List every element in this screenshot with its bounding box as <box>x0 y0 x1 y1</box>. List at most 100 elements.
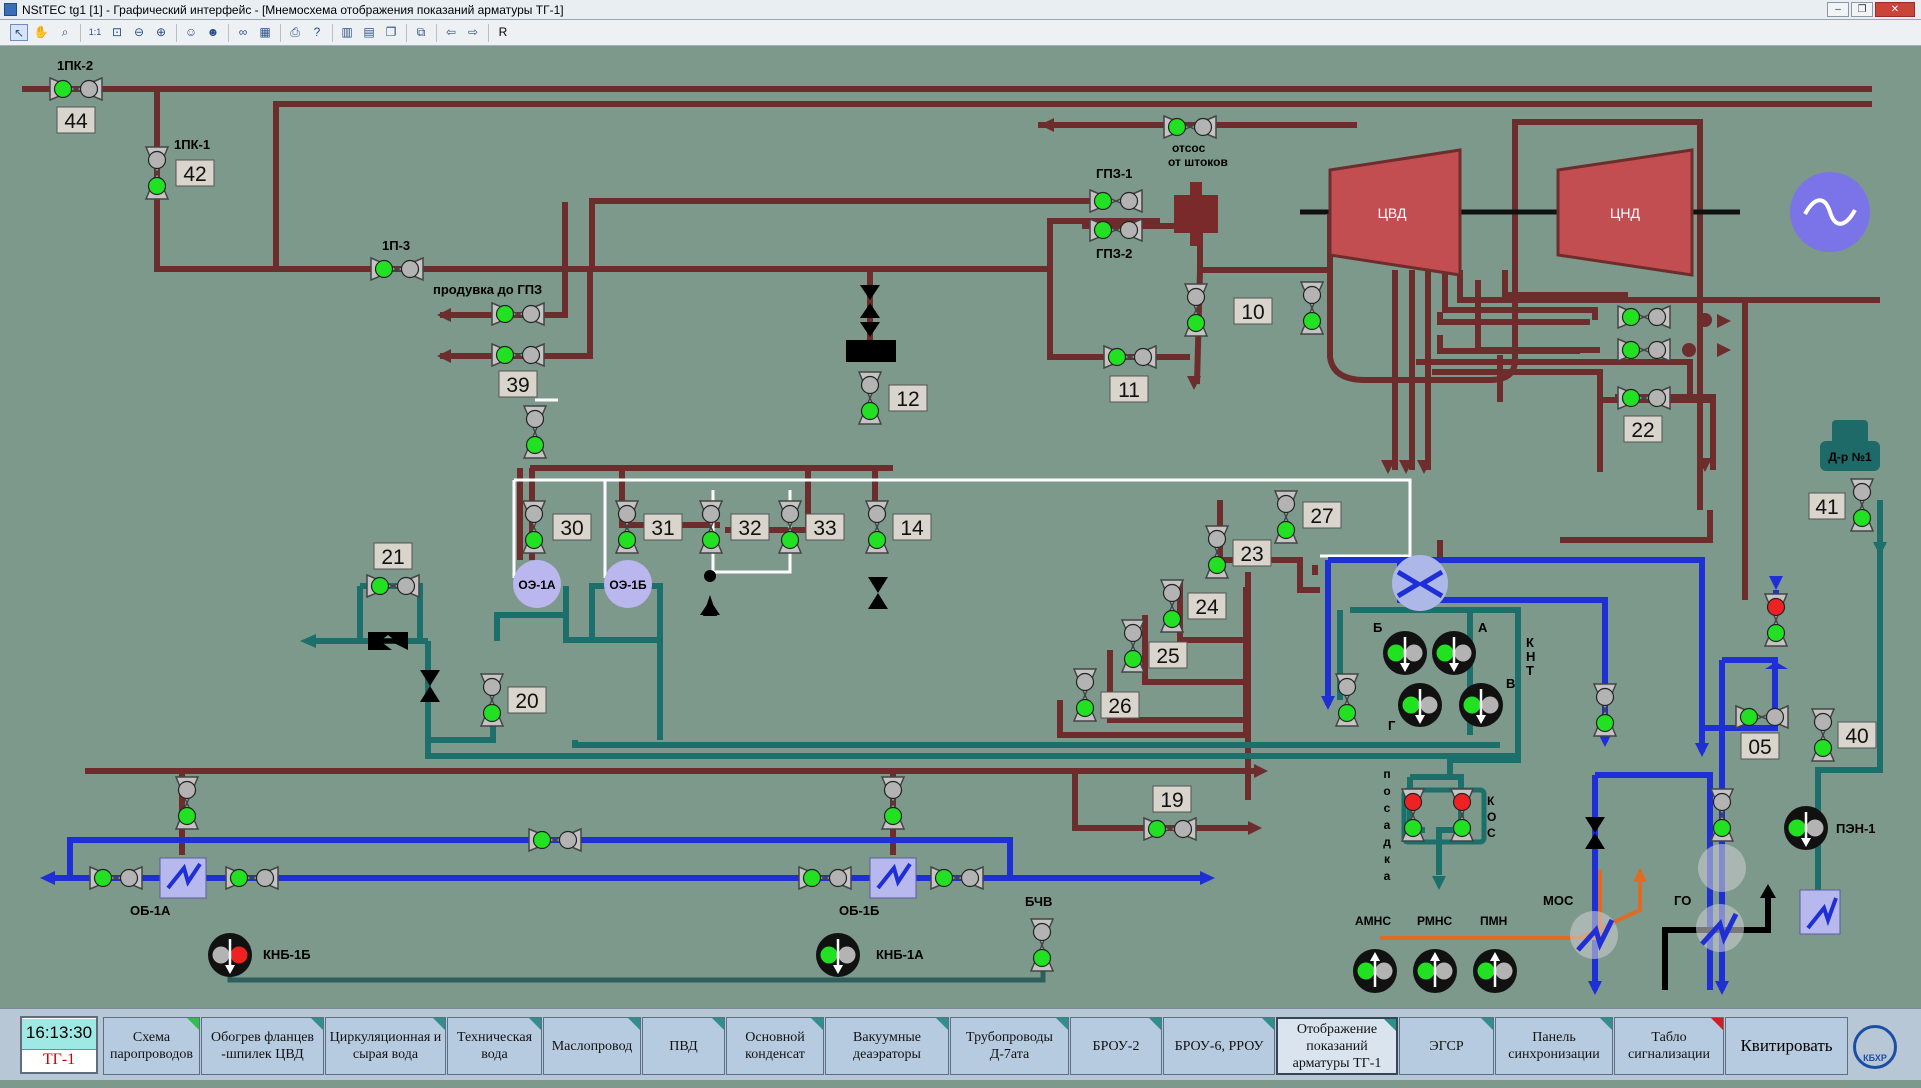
nav-egsr-button[interactable]: ЭГСР <box>1399 1017 1494 1075</box>
title-bar: NStTEC tg1 [1] - Графический интерфейс -… <box>0 0 1921 20</box>
drain-tank-label: Д-р №1 <box>1828 450 1872 464</box>
oe-1a-ejector[interactable] <box>513 560 561 608</box>
zoom-in-icon[interactable]: ⊕ <box>155 25 167 39</box>
white-lines <box>512 398 1412 578</box>
label-pmn: ПМН <box>1480 914 1507 928</box>
label-mos: МОС <box>1543 893 1574 908</box>
nav-oil-pipeline-button[interactable]: Маслопровод <box>543 1017 641 1075</box>
users-icon[interactable]: ☺ <box>184 25 198 39</box>
diagram-labels: 1ПК-2 1ПК-1 1П-3 продувка до ГПЗ отсос о… <box>57 58 1876 962</box>
zoom-out-icon[interactable]: ⊖ <box>133 25 145 39</box>
label-ob1b: ОБ-1Б <box>839 903 879 918</box>
kos-valves[interactable] <box>1401 787 1487 845</box>
number-44: 44 <box>64 110 88 133</box>
label-kos-1: К <box>1487 794 1495 808</box>
cvd-label: ЦВД <box>1378 205 1407 221</box>
condenser-exchanger <box>1392 555 1448 611</box>
label-posadka-7: а <box>1384 869 1391 883</box>
label-knb1a: КНБ-1А <box>876 947 924 962</box>
number-11: 11 <box>1118 379 1140 402</box>
nav-sync-panel-button[interactable]: Панель синхронизации <box>1495 1017 1613 1075</box>
number-42: 42 <box>183 163 206 186</box>
label-knt-a: А <box>1478 620 1488 635</box>
number-12: 12 <box>896 388 919 411</box>
turbine: ЦВД ЦНД <box>1174 148 1870 277</box>
binoculars-icon[interactable]: ∞ <box>238 25 248 39</box>
label-posadka-1: п <box>1383 767 1390 781</box>
number-41: 41 <box>1815 496 1838 519</box>
magnifier-icon[interactable]: ⌕ <box>61 25 69 39</box>
layout-tile-icon[interactable]: ▥ <box>341 25 353 39</box>
label-pen1: ПЭН-1 <box>1836 821 1876 836</box>
number-10: 10 <box>1241 301 1264 324</box>
nav-main-condensate-button[interactable]: Основной конденсат <box>726 1017 824 1075</box>
acknowledge-button[interactable]: Квитировать <box>1725 1017 1848 1075</box>
r-button[interactable]: R <box>498 25 508 39</box>
number-14: 14 <box>900 517 924 540</box>
label-posadka-3: с <box>1384 801 1391 815</box>
label-kos-2: О <box>1487 810 1496 824</box>
number-boxes: 44 42 39 12 10 11 22 41 30 31 32 33 14 2… <box>56 106 1877 813</box>
nav-pvd-button[interactable]: ПВД <box>642 1017 725 1075</box>
pointer-icon[interactable]: ↖ <box>10 24 28 41</box>
number-26: 26 <box>1108 695 1131 718</box>
number-27: 27 <box>1310 505 1333 528</box>
nav-brou6-rrou-button[interactable]: БРОУ-6, РРОУ <box>1163 1017 1275 1075</box>
printer-icon[interactable]: ⎙ <box>290 25 300 39</box>
zoom-actual-icon[interactable]: 1:1 <box>88 27 102 37</box>
number-40: 40 <box>1845 725 1868 748</box>
back-arrow-icon[interactable]: ⇦ <box>445 25 457 39</box>
label-knt-v: В <box>1506 676 1515 691</box>
minimize-button[interactable]: – <box>1827 2 1849 17</box>
nav-vacuum-deaerators-button[interactable]: Вакуумные деаэраторы <box>825 1017 949 1075</box>
forward-arrow-icon[interactable]: ⇨ <box>467 25 479 39</box>
drain-tank: Д-р №1 <box>1820 420 1880 471</box>
nav-circulation-water-button[interactable]: Циркуляционная и сырая вода <box>325 1017 446 1075</box>
company-logo-icon: КБХР <box>1853 1025 1897 1069</box>
nav-flange-heating-button[interactable]: Обогрев фланцев -шпилек ЦВД <box>201 1017 324 1075</box>
clock-time: 16:13:30 <box>22 1019 96 1050</box>
label-knt-g: Г <box>1388 718 1396 733</box>
number-19: 19 <box>1160 789 1183 812</box>
hand-icon[interactable]: ✋ <box>33 25 49 39</box>
label-knt-t: Т <box>1526 663 1534 678</box>
calculator-icon[interactable]: ▦ <box>259 25 271 39</box>
toolbar: ↖ ✋ ⌕ 1:1 ⊡ ⊖ ⊕ ☺ ☻ ∞ ▦ ⎙ ? ▥ ▤ ❐ ⧉ ⇦ ⇨ … <box>0 20 1921 46</box>
number-24: 24 <box>1195 596 1219 619</box>
user-icon[interactable]: ☻ <box>206 25 220 39</box>
ob-1a-exchanger <box>159 857 207 899</box>
label-amns: АМНС <box>1355 914 1391 928</box>
steam-pipes <box>22 86 1880 855</box>
go-exchanger <box>1696 844 1746 952</box>
layout-stack-icon[interactable]: ▤ <box>363 25 375 39</box>
number-31: 31 <box>651 517 674 540</box>
oe-1b-ejector[interactable] <box>604 560 652 608</box>
number-22: 22 <box>1631 419 1654 442</box>
nav-technical-water-button[interactable]: Техническая вода <box>447 1017 542 1075</box>
label-rmns: РМНС <box>1417 914 1453 928</box>
nav-steam-pipes-button[interactable]: Схема паропроводов <box>103 1017 200 1075</box>
label-ob1a: ОБ-1А <box>130 903 171 918</box>
nav-valve-display-button[interactable]: Отображение показаний арматуры ТГ-1 <box>1276 1017 1398 1075</box>
nav-d7ata-pipelines-button[interactable]: Трубопроводы Д-7ата <box>950 1017 1069 1075</box>
label-gpz1: ГПЗ-1 <box>1096 166 1132 181</box>
nav-brou2-button[interactable]: БРОУ-2 <box>1070 1017 1162 1075</box>
number-21: 21 <box>381 546 404 569</box>
window-title: NStTEC tg1 [1] - Графический интерфейс -… <box>22 3 564 17</box>
mnemonic-diagram: ЦВД ЦНД ОЭ-1А ОЭ-1Б Д-р №1 <box>22 58 1887 995</box>
maximize-button[interactable]: ❐ <box>1851 2 1873 17</box>
number-25: 25 <box>1156 645 1179 668</box>
number-20: 20 <box>515 690 538 713</box>
close-button[interactable]: ✕ <box>1875 2 1915 17</box>
label-knb1b: КНБ-1Б <box>263 947 311 962</box>
label-posadka-4: а <box>1384 818 1391 832</box>
gate-valves <box>368 285 1605 849</box>
layout-cascade-icon[interactable]: ❐ <box>385 25 397 39</box>
nav-alarm-board-button[interactable]: Табло сигнализации <box>1614 1017 1724 1075</box>
zoom-fit-icon[interactable]: ⊡ <box>111 25 123 39</box>
number-39: 39 <box>506 374 529 397</box>
windows-icon[interactable]: ⧉ <box>416 25 426 39</box>
label-bchv: БЧВ <box>1025 894 1052 909</box>
help-icon[interactable]: ? <box>313 25 321 39</box>
label-produvka: продувка до ГПЗ <box>433 282 542 297</box>
